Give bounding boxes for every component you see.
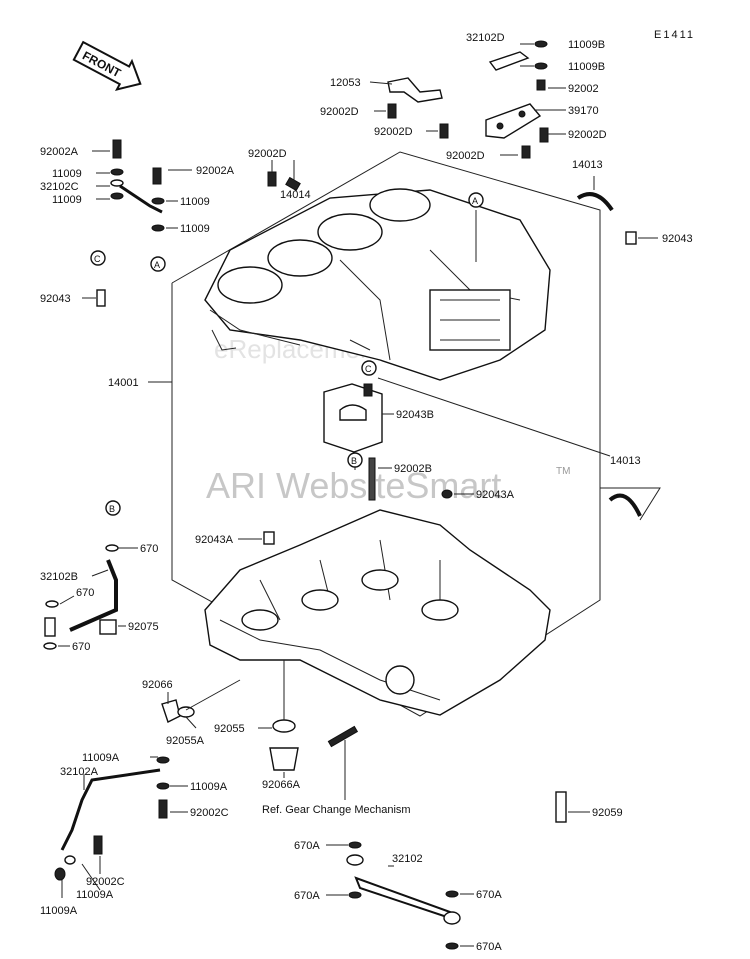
upper-crankcase-14001 bbox=[204, 188, 551, 381]
label-11009: 11009 bbox=[180, 196, 210, 208]
label-12053: 12053 bbox=[330, 77, 361, 89]
callout-b-mid: B bbox=[347, 452, 363, 468]
part-labels: 32102D 11009B 11009B 92002 39170 92002D … bbox=[40, 32, 693, 953]
label-92075: 92075 bbox=[128, 621, 159, 633]
reference-note: Ref. Gear Change Mechanism bbox=[262, 804, 411, 816]
label-92066: 92066 bbox=[142, 679, 173, 691]
svg-text:B: B bbox=[109, 504, 115, 514]
label-92043A: 92043A bbox=[195, 534, 234, 546]
watermark-ari: ARI WebsiteSmart bbox=[206, 465, 501, 506]
half-bearing-mid bbox=[608, 493, 642, 517]
label-92055A: 92055A bbox=[166, 735, 205, 747]
label-39170: 39170 bbox=[568, 105, 599, 117]
label-92002D: 92002D bbox=[568, 129, 607, 141]
label-32102B: 32102B bbox=[40, 571, 78, 583]
bracket-12053 bbox=[387, 77, 443, 103]
label-92002: 92002 bbox=[568, 83, 599, 95]
label-670A: 670A bbox=[294, 840, 320, 852]
label-11009A: 11009A bbox=[82, 752, 120, 764]
fasteners bbox=[43, 40, 637, 950]
label-11009B: 11009B bbox=[568, 39, 605, 51]
label-11009B: 11009B bbox=[568, 61, 605, 73]
svg-text:C: C bbox=[94, 254, 101, 264]
label-32102: 32102 bbox=[392, 853, 423, 865]
label-92043: 92043 bbox=[40, 293, 71, 305]
callout-a-top: A bbox=[468, 192, 484, 208]
label-670: 670 bbox=[72, 641, 90, 653]
bracket-39170 bbox=[485, 51, 542, 139]
label-11009A: 11009A bbox=[40, 905, 78, 917]
label-14001: 14001 bbox=[108, 377, 139, 389]
callout-a-left: A bbox=[150, 256, 166, 272]
label-32102A: 32102A bbox=[60, 766, 99, 778]
callout-c-left: C bbox=[90, 250, 106, 266]
label-92002C: 92002C bbox=[190, 807, 229, 819]
watermark-tm: TM bbox=[556, 466, 570, 477]
label-11009: 11009 bbox=[52, 168, 82, 180]
label-670: 670 bbox=[140, 543, 158, 555]
bearing-cap bbox=[323, 383, 383, 501]
front-arrow-icon: FRONT bbox=[72, 40, 142, 91]
label-670A: 670A bbox=[294, 890, 320, 902]
lower-crankcase bbox=[204, 509, 551, 716]
svg-text:B: B bbox=[351, 456, 357, 466]
label-92002D: 92002D bbox=[374, 126, 413, 138]
label-32102D: 32102D bbox=[466, 32, 505, 44]
label-670A: 670A bbox=[476, 889, 502, 901]
half-bearing-top bbox=[576, 192, 614, 212]
label-92066A: 92066A bbox=[262, 779, 301, 791]
leader-lines bbox=[58, 43, 658, 947]
diagram-code: E1411 bbox=[654, 29, 695, 41]
label-11009A: 11009A bbox=[190, 781, 228, 793]
label-670: 670 bbox=[76, 587, 94, 599]
label-92055: 92055 bbox=[214, 723, 245, 735]
label-92043B: 92043B bbox=[396, 409, 434, 421]
svg-text:C: C bbox=[365, 364, 372, 374]
label-92002C: 92002C bbox=[86, 876, 125, 888]
label-92002D: 92002D bbox=[320, 106, 359, 118]
label-92043: 92043 bbox=[662, 233, 693, 245]
svg-text:A: A bbox=[472, 196, 478, 206]
label-92043A: 92043A bbox=[476, 489, 515, 501]
label-11009: 11009 bbox=[180, 223, 210, 235]
label-14013: 14013 bbox=[610, 455, 641, 467]
label-92002A: 92002A bbox=[196, 165, 235, 177]
label-14014: 14014 bbox=[280, 189, 311, 201]
label-92002B: 92002B bbox=[394, 463, 432, 475]
label-92002D: 92002D bbox=[248, 148, 287, 160]
label-92002A: 92002A bbox=[40, 146, 79, 158]
svg-text:A: A bbox=[154, 260, 160, 270]
label-670A: 670A bbox=[476, 941, 502, 953]
label-32102C: 32102C bbox=[40, 181, 79, 193]
label-14013: 14013 bbox=[572, 159, 603, 171]
label-11009: 11009 bbox=[52, 194, 82, 206]
callout-b-left: B bbox=[105, 500, 121, 516]
callout-c-mid: C bbox=[361, 360, 377, 376]
label-92059: 92059 bbox=[592, 807, 623, 819]
label-11009A: 11009A bbox=[76, 889, 114, 901]
label-92002D: 92002D bbox=[446, 150, 485, 162]
